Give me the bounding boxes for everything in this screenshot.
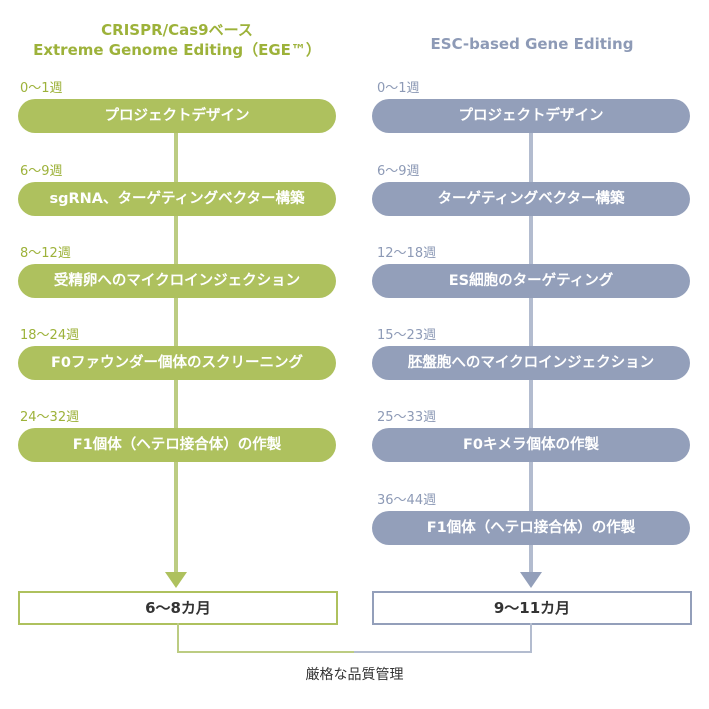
esc-step-pill: F0キメラ個体の作製: [372, 428, 690, 462]
esc-step-week: 36〜44週: [377, 493, 437, 508]
ege-step-pill: F0ファウンダー個体のスクリーニング: [18, 346, 336, 380]
esc-step-pill: 胚盤胞へのマイクロインジェクション: [372, 346, 690, 380]
esc-step-week: 15〜23週: [377, 328, 437, 343]
esc-step-pill: プロジェクトデザイン: [372, 99, 690, 133]
esc-arrow-down-icon: [520, 572, 542, 588]
esc-step-week: 25〜33週: [377, 410, 437, 425]
ege-step-pill: sgRNA、ターゲティングベクター構築: [18, 182, 336, 216]
esc-step-week: 12〜18週: [377, 246, 437, 261]
ege-step-pill: プロジェクトデザイン: [18, 99, 336, 133]
ege-arrow-down-icon: [165, 572, 187, 588]
ege-step-week: 8〜12週: [20, 246, 71, 261]
ege-step-week: 0〜1週: [20, 81, 63, 96]
ege-step-pill: 受精卵へのマイクロインジェクション: [18, 264, 336, 298]
esc-step-week: 6〜9週: [377, 164, 420, 179]
esc-column-title: ESC-based Gene Editing: [430, 35, 634, 53]
ege-connector: [177, 623, 179, 653]
esc-connector: [530, 623, 532, 653]
ege-result-box: 6〜8カ月: [18, 591, 338, 625]
esc-step-pill: ES細胞のターゲティング: [372, 264, 690, 298]
ege-title-line1: CRISPR/Cas9ベース: [101, 21, 253, 39]
esc-step-week: 0〜1週: [377, 81, 420, 96]
ege-step-week: 6〜9週: [20, 164, 63, 179]
esc-step-pill: ターゲティングベクター構築: [372, 182, 690, 216]
esc-step-pill: F1個体（ヘテロ接合体）の作製: [372, 511, 690, 545]
ege-step-pill: F1個体（ヘテロ接合体）の作製: [18, 428, 336, 462]
ege-step-week: 18〜24週: [20, 328, 80, 343]
quality-control-label: 厳格な品質管理: [305, 667, 404, 683]
connector-bottom-right: [354, 651, 532, 653]
esc-result-box: 9〜11カ月: [372, 591, 692, 625]
connector-bottom-left: [177, 651, 354, 653]
ege-step-week: 24〜32週: [20, 410, 80, 425]
ege-title-line2: Extreme Genome Editing（EGE™）: [33, 41, 321, 59]
ege-column-title: CRISPR/Cas9ベース Extreme Genome Editing（EG…: [0, 20, 354, 60]
